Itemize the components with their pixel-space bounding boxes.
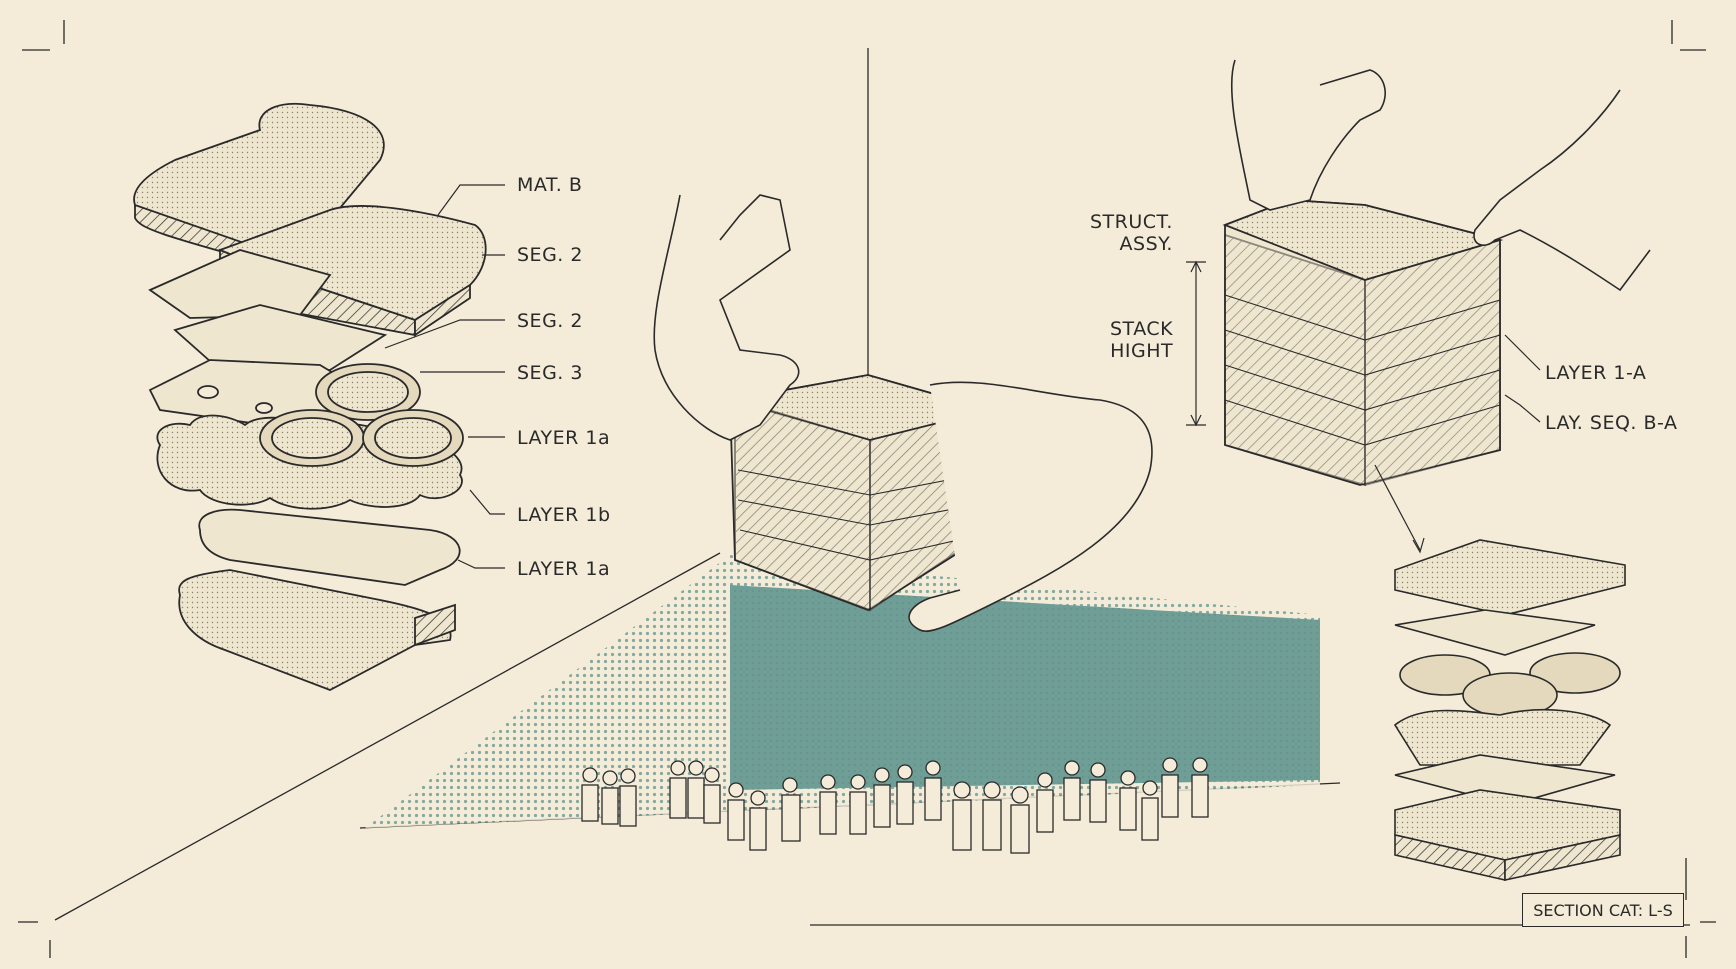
right-assembled-sandwich [1222,199,1504,487]
left-exploded-sandwich [133,102,487,691]
label-layer-1b: LAYER 1b [517,504,611,526]
section-category-label: SECTION CAT: L-S [1533,900,1673,920]
label-lay-seq-b-a: LAY. SEQ. B-A [1545,412,1678,434]
label-mat-b: MAT. B [517,174,583,196]
person-group [581,757,1209,854]
corner-marks [18,20,1716,958]
right-leader-lines [1374,334,1541,554]
light-projection [365,555,1320,828]
label-struct-assy: STRUCT. ASSY. [1090,211,1173,255]
right-hands [1230,59,1651,292]
label-layer-1a-top: LAYER 1a [517,427,611,449]
crowd [581,757,1209,854]
label-seg-2-a: SEG. 2 [517,244,583,266]
right-exploded-sandwich [1393,539,1626,882]
section-category-box: SECTION CAT: L-S [1522,893,1684,927]
label-stack-hight: STACK HIGHT [1110,318,1174,362]
label-layer-1-a: LAYER 1-A [1545,362,1647,384]
center-hands [653,194,1153,632]
stack-height-dimension [1186,260,1206,427]
label-layer-1a-bottom: LAYER 1a [517,558,611,580]
left-leader-lines [384,184,505,569]
label-seg-2-b: SEG. 2 [517,310,583,332]
label-seg-3: SEG. 3 [517,362,583,384]
